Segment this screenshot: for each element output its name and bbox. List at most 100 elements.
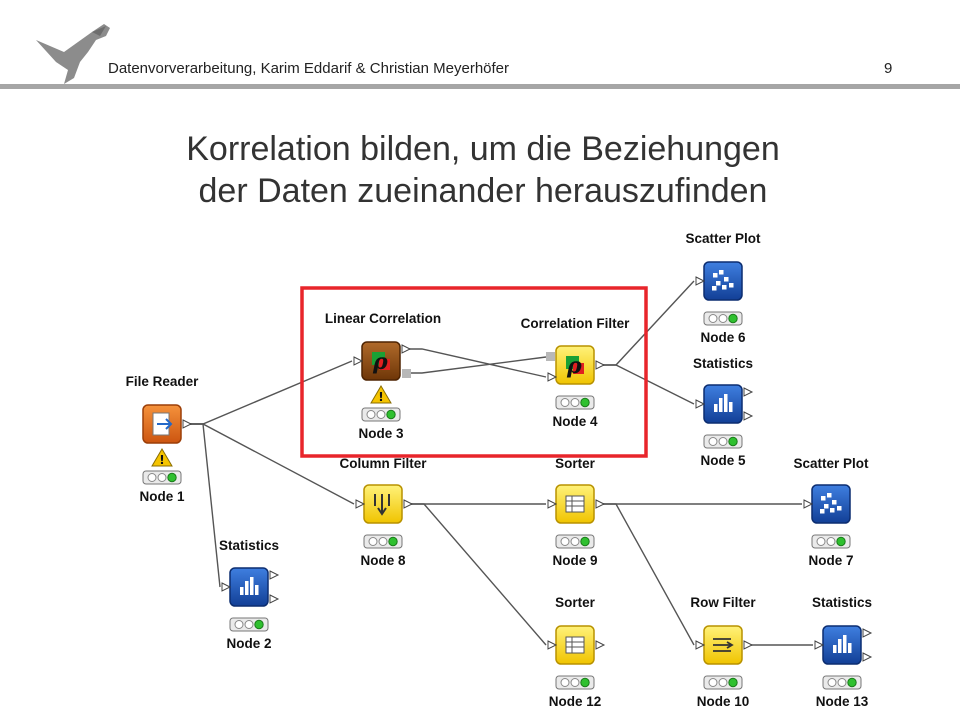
input-port[interactable] (695, 399, 706, 409)
output-port[interactable] (862, 628, 873, 638)
input-port[interactable] (546, 352, 555, 361)
node-label: Column Filter (340, 456, 428, 471)
input-port[interactable] (695, 640, 706, 650)
node-name: Node 12 (549, 694, 602, 709)
node-label: File Reader (126, 374, 200, 389)
title-line-2: der Daten zueinander herauszufinden (198, 172, 768, 210)
logo-icon (34, 22, 112, 86)
header-divider (0, 84, 960, 89)
output-port[interactable] (743, 411, 754, 421)
input-port[interactable] (695, 276, 706, 286)
node-name: Node 8 (360, 553, 406, 568)
slide-title: Korrelation bilden, um die Beziehungen d… (0, 128, 960, 212)
status-light-icon (555, 675, 595, 690)
highlight-box (300, 286, 648, 458)
svg-text:!: ! (378, 390, 383, 404)
input-port[interactable] (353, 356, 364, 366)
connections (187, 280, 813, 646)
node-name: Node 6 (700, 330, 746, 345)
output-port[interactable] (595, 499, 606, 509)
input-port[interactable] (803, 499, 814, 509)
node-name: Node 2 (226, 636, 271, 651)
input-port[interactable] (221, 582, 232, 592)
status-light-icon (229, 617, 269, 632)
output-port[interactable] (595, 640, 606, 650)
connection-line (406, 348, 547, 378)
connection-line (187, 423, 221, 588)
svg-text:ρ: ρ (566, 353, 582, 379)
node-body[interactable] (703, 384, 743, 424)
output-port[interactable] (401, 344, 412, 354)
node-name: Node 5 (700, 453, 746, 468)
status-light-icon (555, 534, 595, 549)
node-label: Statistics (693, 356, 753, 371)
output-port[interactable] (862, 652, 873, 662)
node-label: Sorter (555, 456, 596, 471)
status-light-icon (142, 470, 182, 485)
node-label: Row Filter (690, 595, 756, 610)
output-port[interactable] (743, 387, 754, 397)
node-label: Scatter Plot (685, 231, 761, 246)
connection-line (187, 360, 353, 425)
node-label: Statistics (219, 538, 279, 553)
warning-icon: ! (151, 448, 173, 467)
page-number: 9 (884, 60, 893, 77)
input-port[interactable] (355, 499, 366, 509)
node-n1[interactable]: File Reader! Node 1 (126, 374, 200, 504)
status-light-icon (703, 675, 743, 690)
status-light-icon (822, 675, 862, 690)
input-port[interactable] (547, 372, 558, 382)
output-port[interactable] (402, 369, 411, 378)
svg-text:!: ! (159, 453, 164, 467)
node-label: Statistics (812, 595, 872, 610)
status-light-icon (811, 534, 851, 549)
status-light-icon (703, 311, 743, 326)
output-port[interactable] (403, 499, 414, 509)
output-port[interactable] (743, 640, 754, 650)
status-light-icon (555, 395, 595, 410)
warning-icon: ! (370, 385, 392, 404)
node-body[interactable] (811, 484, 851, 524)
output-port[interactable] (182, 419, 193, 429)
node-name: Node 10 (697, 694, 750, 709)
node-body[interactable] (703, 261, 743, 301)
output-port[interactable] (595, 360, 606, 370)
output-port[interactable] (269, 594, 280, 604)
node-name: Node 13 (816, 694, 869, 709)
connection-line (600, 503, 695, 646)
connection-line (187, 423, 355, 505)
title-line-1: Korrelation bilden, um die Beziehungen (186, 130, 780, 168)
svg-text:ρ: ρ (372, 349, 388, 375)
connection-line (600, 364, 695, 405)
output-port[interactable] (269, 570, 280, 580)
node-name: Node 7 (808, 553, 853, 568)
input-port[interactable] (547, 640, 558, 650)
connection-line (406, 356, 547, 374)
header-text: Datenvorverarbeitung, Karim Eddarif & Ch… (108, 60, 510, 77)
input-port[interactable] (814, 640, 825, 650)
node-name: Node 1 (139, 489, 185, 504)
status-light-icon (361, 407, 401, 422)
connection-line (408, 503, 547, 646)
node-body[interactable] (822, 625, 862, 665)
node-label: Scatter Plot (793, 456, 869, 471)
node-body[interactable] (229, 567, 269, 607)
input-port[interactable] (547, 499, 558, 509)
node-name: Node 3 (358, 426, 404, 441)
node-label: Sorter (555, 595, 596, 610)
node-label: Correlation Filter (521, 316, 631, 331)
node-name: Node 4 (552, 414, 598, 429)
